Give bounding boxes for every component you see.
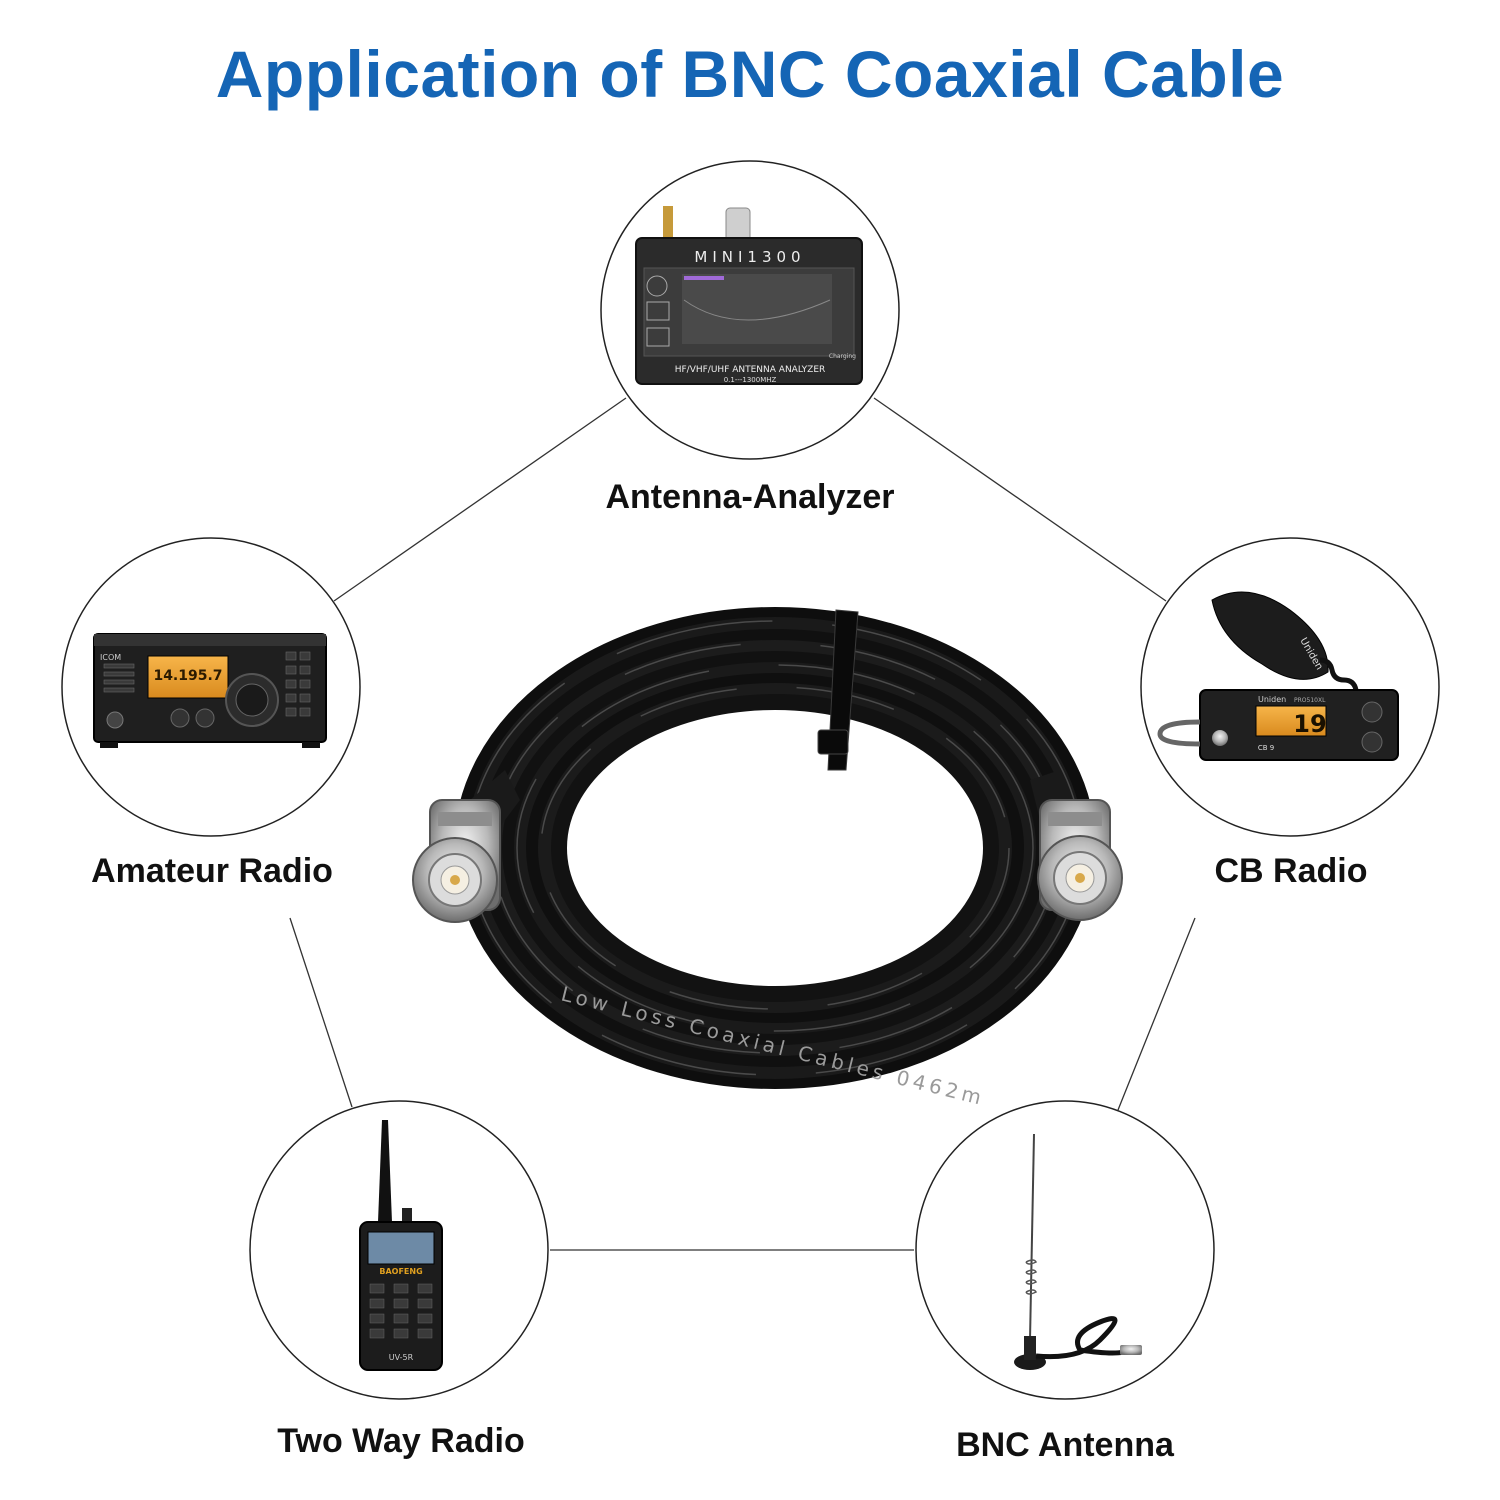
label-antenna-analyzer: Antenna-Analyzer	[605, 478, 895, 516]
circle-two-way-radio: BAOFENG UV-5R	[249, 1100, 549, 1400]
connector-lines	[289, 397, 1196, 1251]
cb-model: PRO510XL	[1294, 697, 1326, 704]
bnc-connector-right	[1030, 770, 1123, 921]
circle-amateur-radio: ICOM 14.195.7	[61, 537, 361, 837]
bnc-connector-left	[412, 770, 520, 923]
coaxial-cable-coil: Low Loss Coaxial Cables 0462m	[454, 607, 1096, 1110]
amateur-display: 14.195.7	[153, 668, 222, 684]
cb-channel: 19	[1293, 710, 1326, 738]
circle-antenna-analyzer: MINI1300 Charging HF/VHF/UHF ANTENNA ANA…	[600, 160, 900, 460]
analyzer-caption: HF/VHF/UHF ANTENNA ANALYZER	[675, 365, 826, 375]
line-left-bottom	[289, 917, 353, 1108]
circle-cb-radio: Uniden Uniden PRO510XL 19 CB 9	[1140, 537, 1440, 837]
analyzer-brand: MINI1300	[694, 248, 805, 266]
analyzer-status: Charging	[829, 353, 856, 360]
label-bnc-antenna: BNC Antenna	[956, 1426, 1174, 1464]
label-two-way-radio: Two Way Radio	[277, 1422, 525, 1460]
twoway-model: UV-5R	[389, 1353, 414, 1362]
line-right-bottom	[1117, 917, 1196, 1111]
page-title: Application of BNC Coaxial Cable	[215, 37, 1285, 111]
analyzer-range: 0.1---1300MHZ	[724, 376, 777, 384]
cb-brand-panel: Uniden	[1258, 695, 1286, 704]
line-top-left	[333, 397, 627, 602]
label-amateur-radio: Amateur Radio	[91, 852, 333, 890]
amateur-brand: ICOM	[100, 653, 121, 662]
cable-tie-head	[817, 729, 849, 755]
cb-label: CB 9	[1258, 744, 1274, 752]
circle-bnc-antenna	[915, 1100, 1215, 1400]
line-top-right	[873, 397, 1167, 602]
label-cb-radio: CB Radio	[1214, 852, 1368, 890]
twoway-brand: BAOFENG	[379, 1267, 422, 1276]
